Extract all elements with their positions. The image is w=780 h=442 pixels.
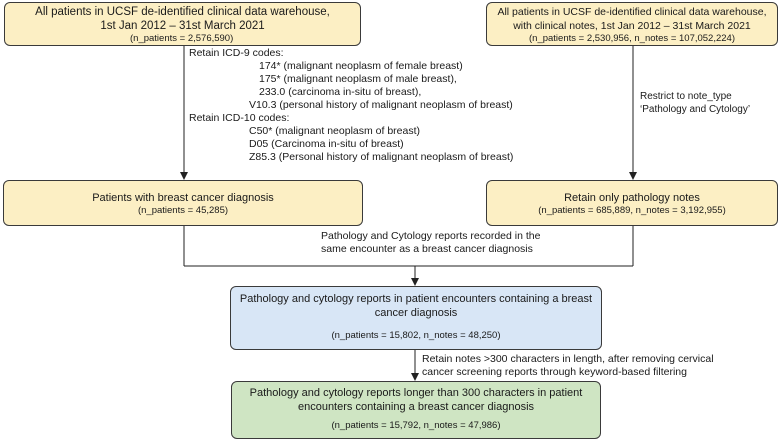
box-all-patients-count: (n_patients = 2,576,590) [130, 33, 234, 44]
icd9-code: 174* (malignant neoplasm of female breas… [259, 60, 463, 72]
box-all-patients: All patients in UCSF de-identified clini… [4, 2, 361, 46]
box-pathology-count: (n_patients = 685,889, n_notes = 3,192,9… [538, 205, 726, 216]
icd9-header: Retain ICD-9 codes: [189, 47, 284, 59]
box-patients-with-notes-line1: All patients in UCSF de-identified clini… [497, 6, 767, 18]
length-filter-line2: cancer screening reports through keyword… [422, 366, 687, 378]
box-encounter-line1: Pathology and cytology reports in patien… [239, 293, 593, 305]
box-pathology-title: Retain only pathology notes [564, 192, 700, 204]
icd10-code: Z85.3 (Personal history of malignant neo… [249, 151, 514, 163]
box-breast-cancer-title: Patients with breast cancer diagnosis [92, 192, 274, 204]
box-final-reports: Pathology and cytology reports longer th… [231, 381, 601, 439]
box-patients-with-notes: All patients in UCSF de-identified clini… [486, 2, 778, 46]
box-encounter-line2: cancer diagnosis [374, 307, 458, 319]
note-type-filter-note: Restrict to note_type ‘Pathology and Cyt… [640, 90, 750, 116]
box-final-count: (n_patients = 15,792, n_notes = 47,986) [331, 420, 501, 431]
icd10-header: Retain ICD-10 codes: [189, 112, 290, 124]
box-patients-with-notes-count: (n_patients = 2,530,956, n_notes = 107,0… [529, 33, 735, 44]
same-encounter-line2: same encounter as a breast cancer diagno… [321, 243, 533, 255]
icd10-code: C50* (malignant neoplasm of breast) [249, 125, 421, 137]
note-type-line1: Restrict to note_type [640, 91, 732, 102]
same-encounter-line1: Pathology and Cytology reports recorded … [321, 230, 541, 242]
icd9-code: 175* (malignant neoplasm of male breast)… [259, 73, 457, 85]
box-final-line2: encounters containing a breast cancer di… [297, 401, 535, 413]
icd9-code: 233.0 (carcinoma in-situ of breast), [259, 86, 422, 98]
box-final-line1: Pathology and cytology reports longer th… [249, 387, 583, 399]
box-patients-with-notes-line2: with clinical notes, 1st Jan 2012 – 31st… [513, 20, 751, 32]
box-breast-cancer-diagnosis: Patients with breast cancer diagnosis (n… [3, 180, 363, 226]
box-pathology-notes: Retain only pathology notes (n_patients … [486, 180, 778, 226]
note-type-line2: ‘Pathology and Cytology’ [640, 104, 751, 115]
box-all-patients-line2: 1st Jan 2012 – 31st March 2021 [100, 20, 265, 32]
box-breast-cancer-count: (n_patients = 45,285) [137, 205, 229, 216]
box-all-patients-line1: All patients in UCSF de-identified clini… [35, 6, 330, 18]
box-encounter-count: (n_patients = 15,802, n_notes = 48,250) [331, 330, 501, 341]
length-filter-line1: Retain notes >300 characters in length, … [422, 353, 714, 365]
box-encounter-reports: Pathology and cytology reports in patien… [230, 286, 602, 350]
icd9-code: V10.3 (personal history of malignant neo… [249, 99, 513, 111]
icd-criteria-note: Retain ICD-9 codes: 174* (malignant neop… [189, 47, 513, 164]
icd10-code: D05 (Carcinoma in-situ of breast) [249, 138, 404, 150]
length-filter-note: Retain notes >300 characters in length, … [422, 353, 714, 379]
same-encounter-note: Pathology and Cytology reports recorded … [321, 230, 540, 256]
